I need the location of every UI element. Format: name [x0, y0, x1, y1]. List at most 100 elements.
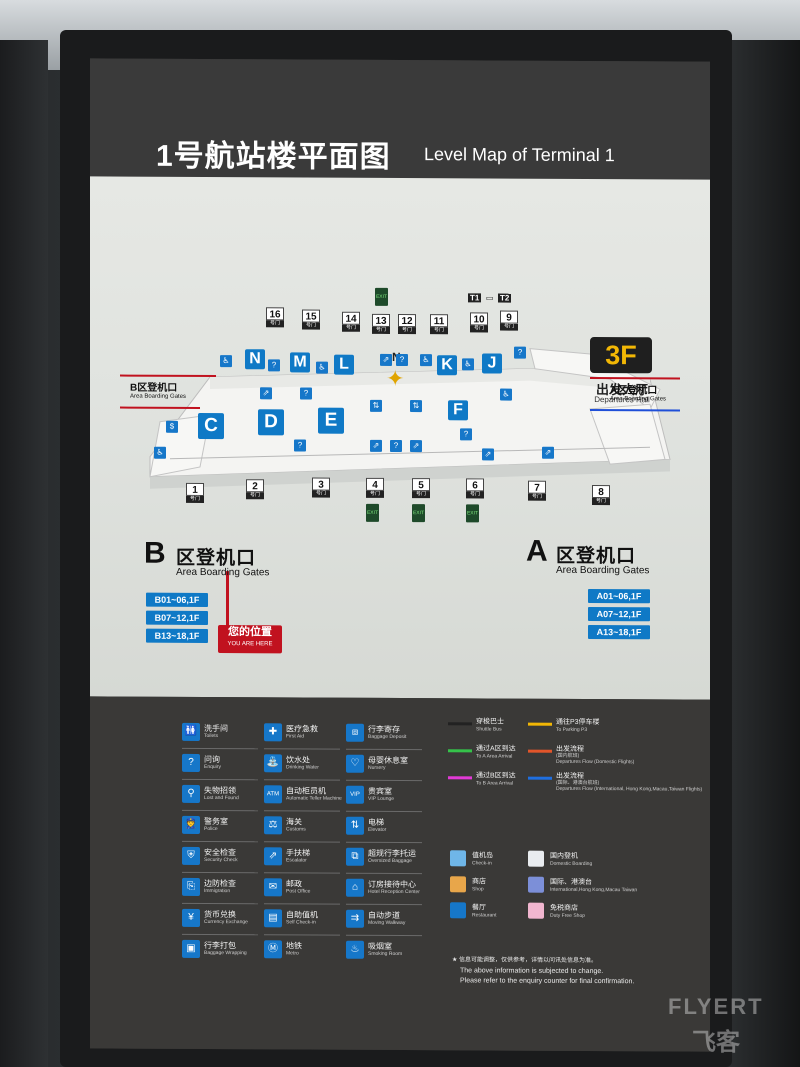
legend-label-english: Baggage Wrapping	[204, 949, 247, 957]
watermark-chinese: 飞客	[692, 1029, 740, 1056]
area-color-swatch	[450, 876, 466, 893]
toilet-icon: ♿	[420, 354, 432, 367]
legend-label-english: Toilets	[204, 732, 219, 740]
swatch-label: 商店	[472, 878, 486, 886]
legend-divider	[182, 871, 258, 874]
elevator-icon: ⇅	[346, 816, 364, 835]
escalator-icon: ⇗	[410, 440, 422, 453]
flow-arrow-icon	[528, 749, 552, 753]
legend-label-english: Moving Walkway	[368, 919, 406, 927]
legend-divider	[346, 872, 422, 875]
escalator-icon: ⇗	[380, 353, 392, 366]
flow-label: 通过A区到达	[476, 745, 516, 753]
zone-e: E	[318, 407, 344, 434]
baggage-deposit-icon: ⧈	[346, 723, 364, 742]
legend-label-english: First Aid	[286, 733, 305, 740]
enquiry-icon: ?	[182, 753, 200, 772]
swatch-label: 值机岛	[472, 852, 493, 860]
area-color-swatch	[528, 876, 544, 893]
customs-icon: ⚖	[264, 816, 282, 835]
flow-label-english: Departures Flow (International, Hong Kon…	[556, 785, 703, 793]
self-checkin-icon: ▤	[264, 909, 282, 928]
toilet-icon: 🚻	[182, 722, 200, 741]
shuttle-t2: T2	[497, 293, 512, 303]
immigration-icon: ⎘	[182, 877, 200, 896]
swatch-label-english: Check-in	[472, 860, 492, 867]
legend-label-english: Metro	[286, 950, 299, 957]
metro-icon: Ⓜ	[264, 940, 282, 959]
zone-c: C	[198, 412, 224, 440]
atm-icon: $	[166, 420, 178, 433]
legend-label-english: Oversized Baggage	[368, 857, 412, 865]
disclaimer-english-1: The above information is subjected to ch…	[460, 967, 604, 976]
terminal-floorplan	[149, 348, 671, 489]
map-board: 1号航站楼平面图 Level Map of Terminal 1 N ✦ 3F …	[90, 58, 710, 1052]
lost-found-icon: ⚲	[182, 784, 200, 803]
bus-icon: ▭	[485, 293, 494, 303]
you-are-here-label: 您的位置 YOU ARE HERE	[218, 625, 282, 654]
flow-label-english: Departures Flow (Domestic Flights)	[556, 758, 635, 766]
disclaimer-english-2: Please refer to the enquiry counter for …	[460, 977, 635, 986]
legend-divider	[264, 872, 340, 874]
swatch-label-english: Shop	[472, 886, 484, 893]
region-a-letter: A	[526, 534, 548, 568]
flow-label-english: To B Area Arrival	[476, 780, 513, 787]
flow-label: 通过B区到达	[476, 772, 516, 780]
zone-f: F	[448, 400, 468, 421]
watermark-english: FLYERT	[668, 994, 764, 1019]
a-gate-range: A01~06,1F	[588, 588, 650, 604]
legend-label-english: Security Check	[204, 856, 238, 864]
legend-divider	[182, 933, 258, 936]
legend-divider	[264, 934, 340, 936]
map-panel: N ✦ 3F 出发大厅 Departures Hall T1 ▭ T2 EXIT…	[90, 176, 710, 700]
legend-divider	[182, 840, 258, 843]
right-pillar	[720, 40, 800, 1067]
departure-flow-arrow	[120, 406, 200, 409]
flow-legend-item: 出发流程(国际、港澳台航班)Departures Flow (Internati…	[528, 771, 702, 795]
flow-label: 通往P3停车楼	[556, 718, 600, 727]
escalator-icon: ⇗	[482, 448, 494, 461]
flow-label-english: Shuttle Bus	[476, 726, 502, 733]
toilet-icon: ♿	[462, 358, 474, 371]
area-color-swatch	[528, 902, 544, 919]
exit-sign: EXIT	[375, 287, 388, 306]
legend-divider	[264, 903, 340, 905]
smoking-icon: ♨	[346, 940, 364, 959]
flow-label: 穿梭巴士	[476, 718, 504, 726]
police-icon: 👮	[182, 815, 200, 834]
nursery-icon: ♡	[346, 754, 364, 773]
legend-label-english: Elevator	[368, 826, 387, 833]
zone-n: N	[245, 349, 265, 370]
title-chinese: 1号航站楼平面图	[156, 139, 391, 174]
legend-divider	[346, 748, 422, 751]
enquiry-icon: ?	[514, 346, 526, 359]
b-area-side-label: B区登机口 Area Boarding Gates	[130, 382, 187, 400]
flow-arrow-icon	[448, 776, 472, 780]
region-b-subtitle: Area Boarding Gates	[176, 566, 270, 579]
post-icon: ✉	[264, 878, 282, 897]
legend-divider	[264, 810, 340, 812]
escalator-icon: ⇗	[264, 847, 282, 866]
